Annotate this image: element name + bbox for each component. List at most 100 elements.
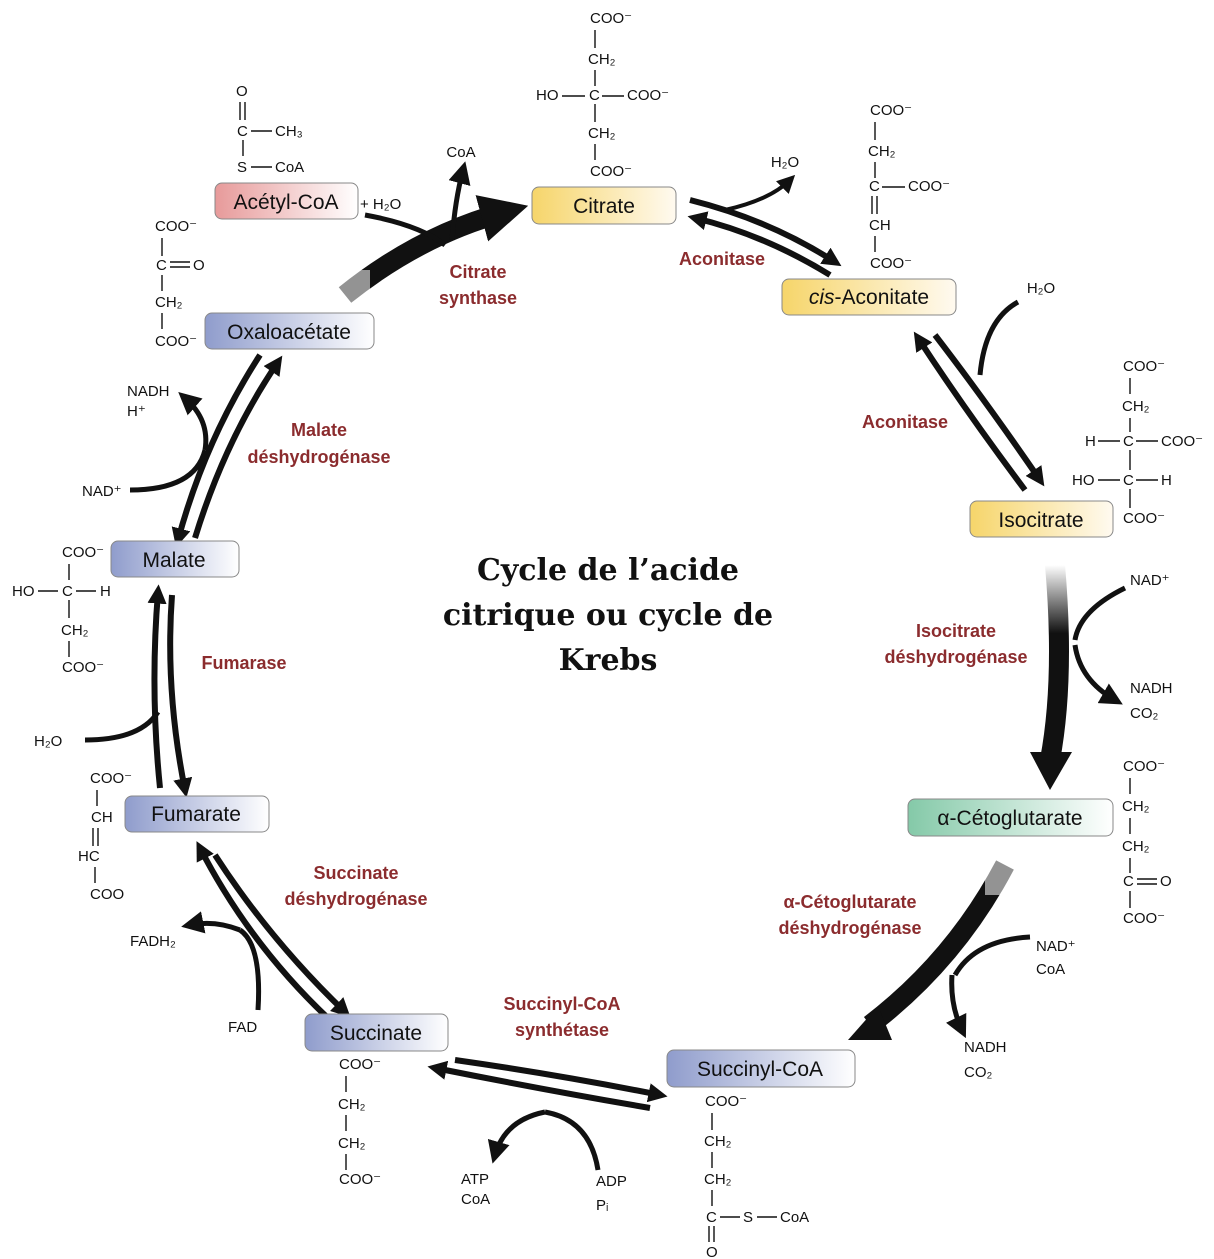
label-citrate: Citrate bbox=[573, 195, 635, 218]
enzyme-labels: Citrate synthase Aconitase Aconitase Iso… bbox=[201, 249, 1027, 1040]
isocitrate-c-lower: C bbox=[1123, 472, 1134, 489]
enzyme-succinate-dh-line2: déshydrogénase bbox=[284, 889, 427, 909]
succinate-coo-top: COO⁻ bbox=[339, 1056, 381, 1073]
title-line-1: Cycle de l’acide bbox=[477, 553, 739, 588]
arrow-fumarase-reverse bbox=[147, 584, 167, 789]
isocitrate-h-left: H bbox=[1085, 433, 1096, 450]
enzyme-malate-dh-line2: déshydrogénase bbox=[247, 447, 390, 467]
arrow-succinate-dh-reverse bbox=[196, 841, 333, 1023]
fumarate-ch: CH bbox=[91, 809, 113, 826]
arrow-nad-in-malate bbox=[129, 449, 208, 493]
cofactor-coa-out-succinyl: CoA bbox=[461, 1191, 490, 1208]
label-isocitrate: Isocitrate bbox=[998, 509, 1083, 532]
succcoa-ch2-1: CH₂ bbox=[704, 1133, 732, 1150]
box-citrate: Citrate bbox=[531, 186, 677, 225]
malate-coo-bottom: COO⁻ bbox=[62, 659, 104, 676]
succcoa-c: C bbox=[706, 1209, 717, 1226]
acetylcoa-coa: CoA bbox=[275, 159, 304, 176]
enzyme-malate-dh-line1: Malate bbox=[291, 420, 347, 440]
enzyme-isocitrate-dh-line2: déshydrogénase bbox=[884, 647, 1027, 667]
cofactor-coa-in-akg: CoA bbox=[1036, 961, 1065, 978]
citrate-c-central: C bbox=[589, 87, 600, 104]
arrow-aconitase-2-forward bbox=[932, 333, 1045, 487]
isocitrate-coo-right: COO⁻ bbox=[1161, 433, 1203, 450]
arrow-h2o-in-aconitase bbox=[977, 299, 1020, 376]
citrate-ch2-top: CH₂ bbox=[588, 51, 616, 68]
arrow-succ-coa-synthetase-reverse bbox=[427, 1060, 651, 1111]
arrow-fad-in bbox=[238, 927, 262, 1011]
enzyme-succ-coa-synthetase-line1: Succinyl-CoA bbox=[503, 994, 620, 1014]
isocitrate-ho: HO bbox=[1072, 472, 1095, 489]
enzyme-isocitrate-dh-line1: Isocitrate bbox=[916, 621, 996, 641]
label-succinyl-coa: Succinyl-CoA bbox=[697, 1058, 823, 1081]
cofactor-nadh-out-malate: NADH bbox=[127, 383, 170, 400]
cofactor-labels: CoA + H₂O H₂O H₂O NAD⁺ NADH CO₂ NAD⁺ CoA… bbox=[34, 144, 1173, 1214]
structure-isocitrate: COO⁻ CH₂ H C COO⁻ HO C H COO⁻ bbox=[1072, 358, 1203, 527]
title-line-3: Krebs bbox=[559, 643, 658, 678]
box-oxaloacetate: Oxaloacétate bbox=[204, 312, 375, 350]
acetylcoa-ch3: CH₃ bbox=[275, 123, 303, 140]
enzyme-akg-dh-line2: déshydrogénase bbox=[778, 918, 921, 938]
structure-ketoglutarate: COO⁻ CH₂ CH₂ C O COO⁻ bbox=[1122, 758, 1172, 927]
malate-coo-top: COO⁻ bbox=[62, 544, 104, 561]
citrate-ch2-bottom: CH₂ bbox=[588, 125, 616, 142]
structure-malate: COO⁻ HO C H CH₂ COO⁻ bbox=[12, 544, 111, 676]
isocitrate-coo-bottom: COO⁻ bbox=[1123, 510, 1165, 527]
arrow-fade-citrate-synthase bbox=[320, 270, 370, 315]
cofactor-h2o-in-aconitase: H₂O bbox=[1027, 280, 1055, 297]
arrow-malate-dh-forward bbox=[192, 355, 283, 539]
label-malate: Malate bbox=[142, 549, 205, 572]
reaction-arrows bbox=[147, 195, 1072, 1111]
arrow-nadh-out-akg bbox=[946, 974, 967, 1039]
oaa-coo-bottom: COO⁻ bbox=[155, 333, 197, 350]
structure-acetyl-coa: O C CH₃ S CoA bbox=[236, 83, 304, 176]
label-cis-prefix: cis bbox=[809, 286, 835, 309]
oaa-o: O bbox=[193, 257, 205, 274]
label-oxaloacetate: Oxaloacétate bbox=[227, 321, 351, 344]
arrow-atp-out bbox=[487, 1109, 546, 1164]
fumarate-coo-top: COO⁻ bbox=[90, 770, 132, 787]
arrow-succ-coa-synthetase-forward bbox=[454, 1057, 668, 1103]
cisaconitate-coo-top: COO⁻ bbox=[870, 102, 912, 119]
akg-o: O bbox=[1160, 873, 1172, 890]
cofactor-nad-in-akg: NAD⁺ bbox=[1036, 938, 1076, 955]
structure-cis-aconitate: COO⁻ CH₂ C COO⁻ CH COO⁻ bbox=[868, 102, 950, 272]
akg-ch2-1: CH₂ bbox=[1122, 798, 1150, 815]
structure-succinyl-coa: COO⁻ CH₂ CH₂ C S CoA O bbox=[704, 1093, 809, 1259]
isocitrate-c-upper: C bbox=[1123, 433, 1134, 450]
structure-fumarate: COO⁻ CH HC COO bbox=[78, 770, 132, 903]
arrow-h2o-in-fumarase bbox=[84, 710, 161, 743]
arrow-acetylcoa-in bbox=[364, 212, 447, 247]
citrate-ho: HO bbox=[536, 87, 559, 104]
cofactor-nadh-out-isocitrate: NADH bbox=[1130, 680, 1173, 697]
cisaconitate-ch: CH bbox=[869, 217, 891, 234]
arrow-nad-in-isocitrate bbox=[1072, 585, 1127, 641]
arrow-nadh-out-malate bbox=[178, 392, 209, 451]
cofactor-co2-out-isocitrate: CO₂ bbox=[1130, 705, 1159, 722]
enzyme-succinate-dh-line1: Succinate bbox=[313, 863, 398, 883]
structure-oxaloacetate: COO⁻ C O CH₂ COO⁻ bbox=[155, 218, 205, 350]
oaa-ch2: CH₂ bbox=[155, 294, 183, 311]
label-cis-aconitate: cis-Aconitate bbox=[809, 286, 929, 309]
cisaconitate-ch2: CH₂ bbox=[868, 143, 896, 160]
arrow-aconitase-1-reverse bbox=[687, 211, 832, 278]
succinate-ch2-2: CH₂ bbox=[338, 1135, 366, 1152]
cofactor-adp-in: ADP bbox=[596, 1173, 627, 1190]
citrate-coo-right: COO⁻ bbox=[627, 87, 669, 104]
box-succinate: Succinate bbox=[304, 1013, 449, 1052]
oaa-c: C bbox=[156, 257, 167, 274]
cisaconitate-coo-right: COO⁻ bbox=[908, 178, 950, 195]
arrow-adp-in bbox=[544, 1109, 601, 1171]
cofactor-plus-h2o: + H₂O bbox=[360, 196, 401, 213]
box-malate: Malate bbox=[110, 540, 240, 578]
box-isocitrate: Isocitrate bbox=[969, 500, 1114, 538]
enzyme-citrate-synthase-line2: synthase bbox=[439, 288, 517, 308]
cisaconitate-c: C bbox=[869, 178, 880, 195]
label-ketoglutarate: α-Cétoglutarate bbox=[937, 807, 1082, 830]
enzyme-citrate-synthase-line1: Citrate bbox=[449, 262, 506, 282]
label-fumarate: Fumarate bbox=[151, 803, 241, 826]
succinate-ch2-1: CH₂ bbox=[338, 1096, 366, 1113]
cofactor-co2-out-akg: CO₂ bbox=[964, 1064, 993, 1081]
citrate-coo-top: COO⁻ bbox=[590, 10, 632, 27]
